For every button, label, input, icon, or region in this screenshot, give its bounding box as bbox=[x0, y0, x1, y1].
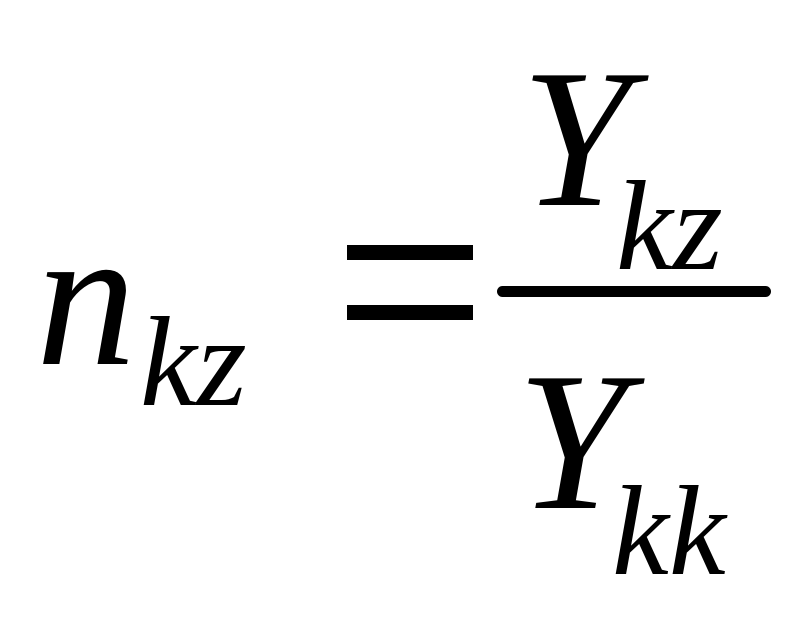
denominator-subscript: kk bbox=[612, 460, 726, 602]
equals-sign-top-bar bbox=[347, 245, 473, 260]
fraction-bar bbox=[497, 286, 771, 297]
numerator-symbol: Y bbox=[521, 29, 632, 248]
denominator-symbol: Y bbox=[517, 332, 628, 551]
lhs-symbol: n bbox=[36, 187, 136, 408]
equals-sign-bottom-bar bbox=[347, 305, 473, 320]
lhs-subscript: kz bbox=[140, 291, 247, 433]
numerator-subscript: kz bbox=[616, 155, 723, 297]
